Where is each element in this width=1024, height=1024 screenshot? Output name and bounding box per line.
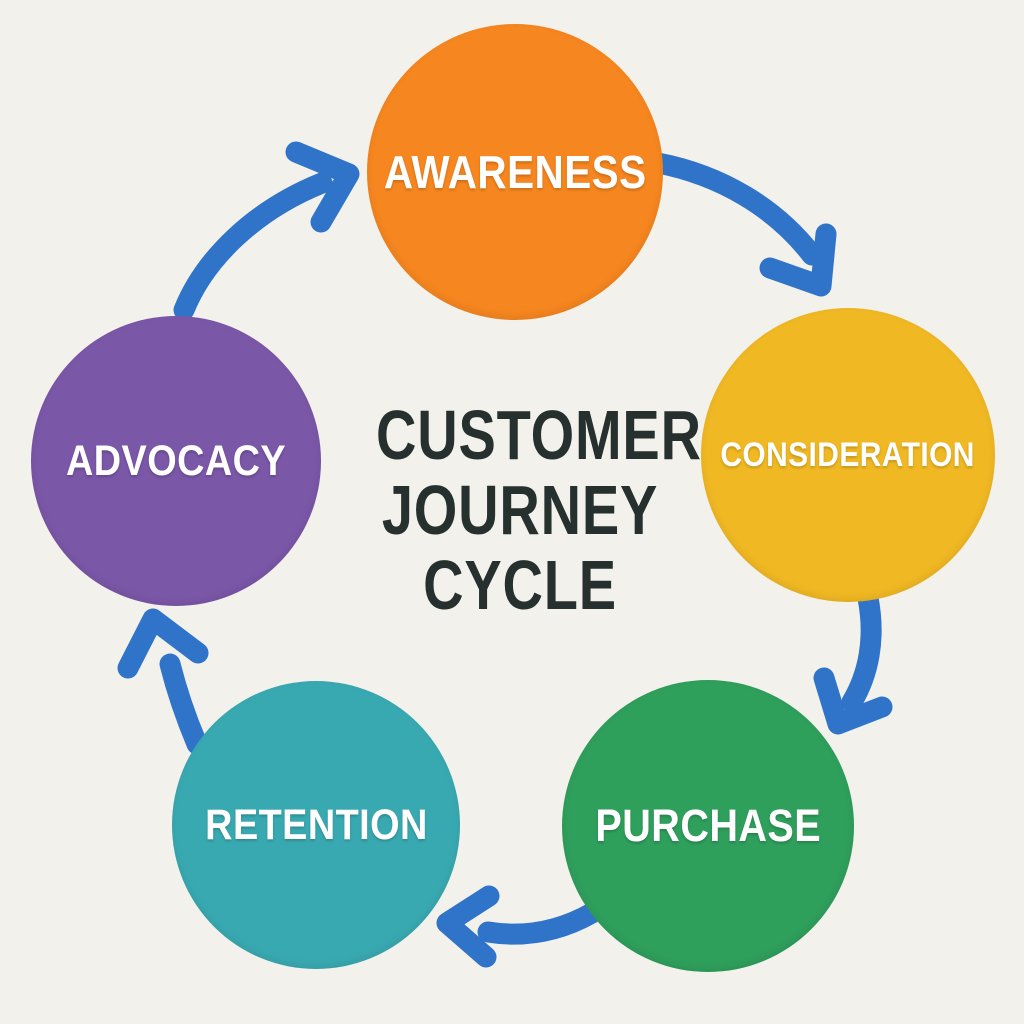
stage-label-consideration: CONSIDERATION (720, 435, 976, 474)
arrow-advocacy-to-awareness (173, 172, 333, 321)
arrow-consideration-to-purchase (841, 587, 882, 713)
diagram-title-line-1: CUSTOMER (376, 396, 702, 474)
arrowhead-purchase-to-retention (436, 885, 500, 968)
arrow-purchase-to-retention (477, 902, 603, 945)
stage-label-retention: RETENTION (204, 800, 428, 849)
stage-circle-consideration: CONSIDERATION (701, 308, 995, 602)
cycle-arrows (117, 141, 893, 968)
arrowhead-retention-to-advocacy (117, 608, 209, 679)
arrowhead-awareness-to-consideration (759, 223, 837, 297)
stage-circle-awareness: AWARENESS (367, 24, 663, 320)
stage-circle-advocacy: ADVOCACY (31, 316, 321, 606)
stage-label-advocacy: ADVOCACY (65, 436, 287, 485)
arrowhead-consideration-to-purchase (813, 667, 893, 735)
arrowhead-advocacy-to-awareness (285, 141, 360, 233)
stage-label-purchase: PURCHASE (595, 800, 821, 851)
arrow-retention-to-advocacy (159, 653, 208, 755)
stage-label-awareness: AWARENESS (383, 146, 647, 198)
stage-circle-retention: RETENTION (172, 681, 460, 969)
diagram-title-line-3: CYCLE (423, 546, 617, 624)
diagram-title-line-2: JOURNEY (381, 471, 659, 549)
stage-circle-purchase: PURCHASE (562, 680, 854, 972)
diagram-title: CUSTOMER JOURNEY CYCLE (340, 396, 702, 624)
arrow-awareness-to-consideration (647, 152, 823, 266)
